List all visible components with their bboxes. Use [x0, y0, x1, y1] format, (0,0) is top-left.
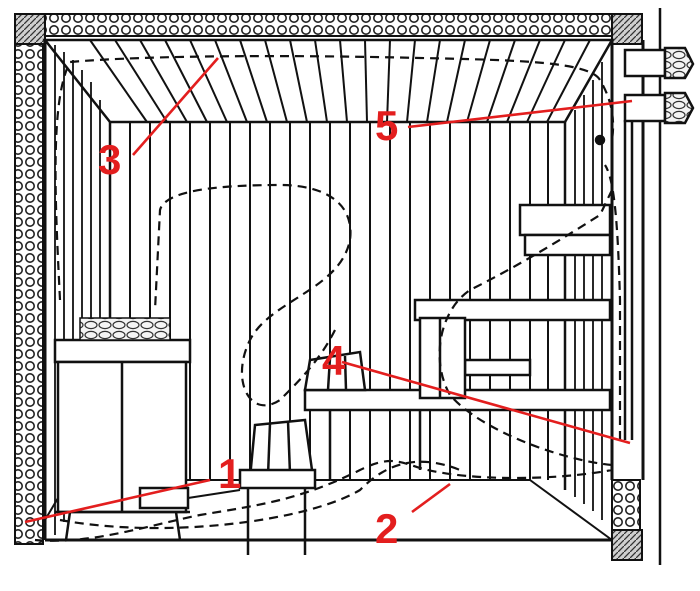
callout-line-4: [341, 360, 631, 445]
callout-line-2: [411, 482, 451, 514]
callout-number-4: 4: [322, 337, 346, 384]
callout-line-3: [132, 57, 219, 156]
upper-bench: [413, 203, 612, 400]
callout-numbers: 1 2 3 4 5: [98, 102, 398, 552]
callout-lines: [24, 57, 633, 524]
callout-number-2: 2: [375, 505, 398, 552]
lower-bench: [303, 350, 612, 480]
callout-number-5: 5: [375, 102, 398, 149]
wooden-stool: [238, 418, 317, 555]
vent-pipes: [594, 46, 695, 440]
ceiling-boards: [42, 38, 615, 124]
callout-line-5: [407, 99, 633, 129]
sauna-heater: [53, 317, 241, 541]
callout-number-1: 1: [218, 450, 241, 497]
right-wall-boards: [574, 62, 603, 520]
outer-wall-insulation: [14, 8, 662, 565]
callout-line-1: [24, 478, 211, 524]
air-flow-path: [34, 55, 622, 542]
callout-number-3: 3: [98, 136, 121, 183]
